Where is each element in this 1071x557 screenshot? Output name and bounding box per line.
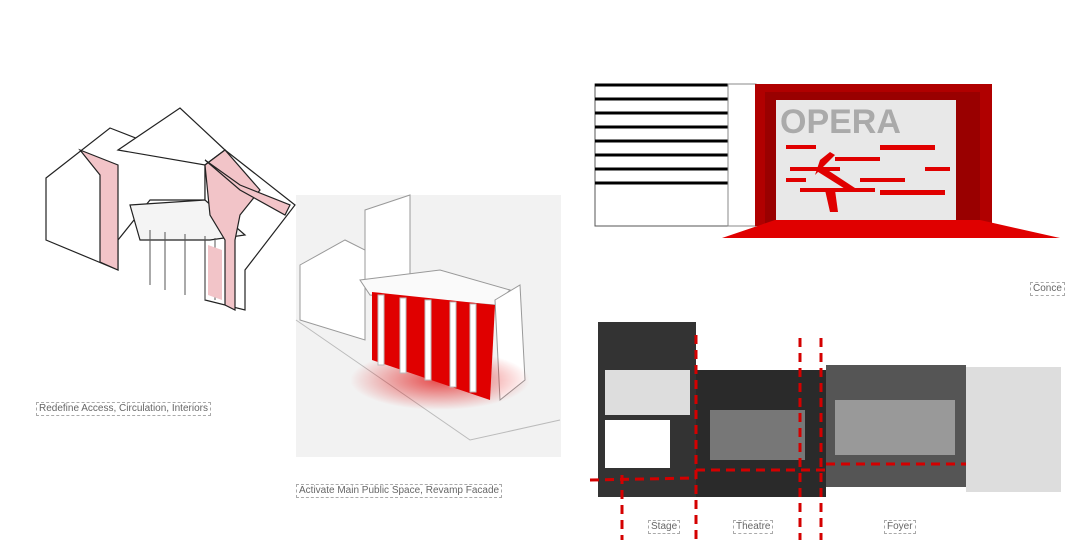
caption-access: Redefine Access, Circulation, Interiors [36,402,211,416]
caption-facade: Activate Main Public Space, Revamp Facad… [296,484,503,498]
axon-facade-diagram [295,194,561,441]
building-section [589,322,1061,540]
caption-concept-partial: Conce [1030,282,1065,296]
section-label-theatre: Theatre [733,520,774,534]
axon-access-diagram [45,107,296,311]
opera-elevation: OPERA [594,83,1060,238]
opera-sign: OPERA [780,103,901,141]
section-label-stage: Stage [648,520,681,534]
section-label-foyer: Foyer [884,520,916,534]
red-dashed-lines [589,335,966,540]
